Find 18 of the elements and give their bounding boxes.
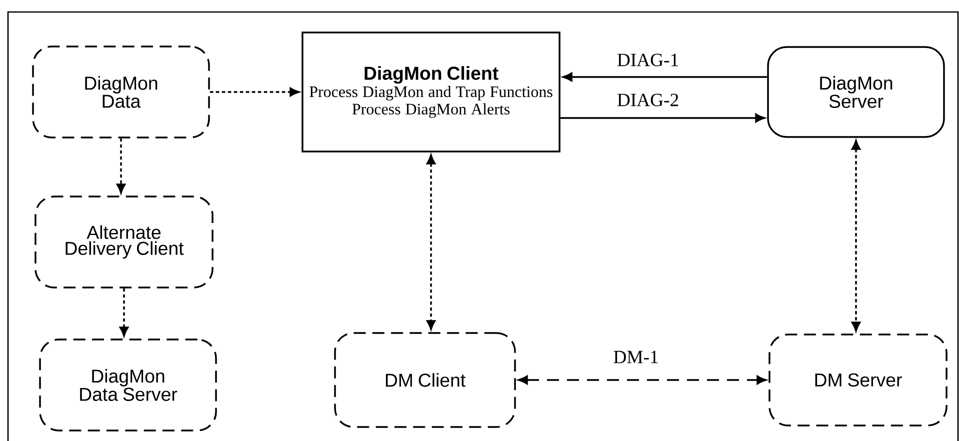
arrow [426,154,436,330]
dashed-box: DiagMon Data Server [39,338,217,432]
arrow [518,375,766,385]
dashed-box: DM Client [334,332,516,428]
arrow [851,140,861,332]
dashed-box: DM Server [768,334,948,426]
arrow [562,72,768,82]
arrow [560,113,765,123]
arrow [116,138,126,194]
edge-label: DM-1 [612,349,660,364]
edge-label: DIAG-1 [616,52,680,68]
edge-label: DIAG-2 [616,92,680,108]
dashed-box: Alternate Delivery Client [34,196,214,288]
dashed-box: DiagMon Data [32,46,210,138]
server-box: DiagMon Server [767,46,945,138]
process-box: DiagMon Client Process DiagMon and Trap Functions Process DiagMon Alerts [302,32,560,152]
arrow [210,87,300,97]
arrow [119,288,129,336]
